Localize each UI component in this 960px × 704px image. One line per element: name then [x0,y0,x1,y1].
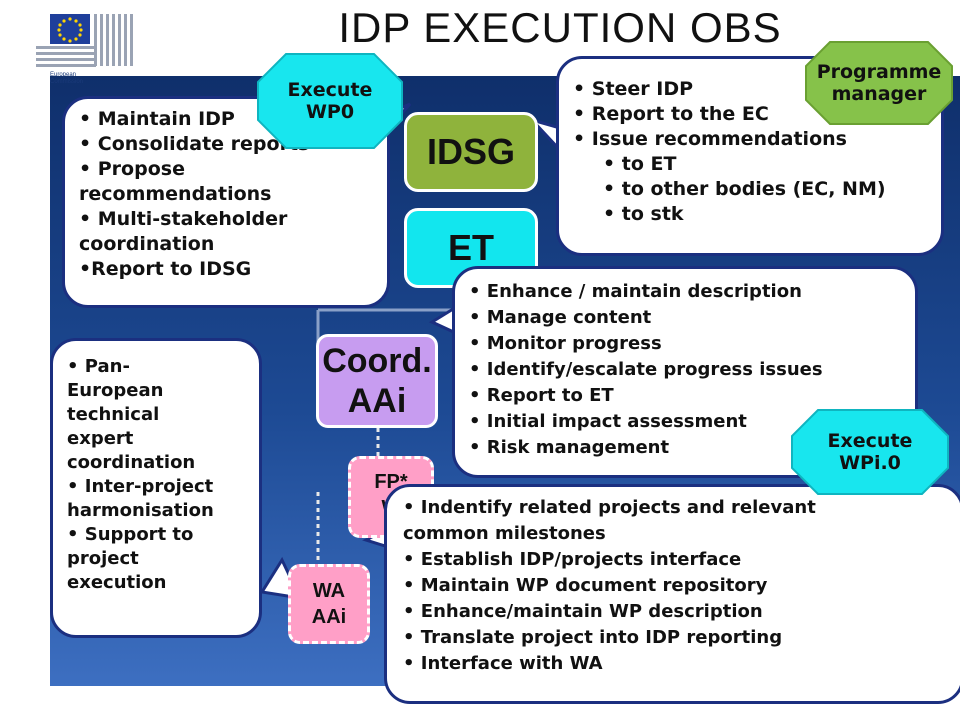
programme-manager-line1: Programme [816,61,942,83]
octagon-shape [805,41,953,125]
bullet-line: • Establish IDP/projects interface [403,549,742,570]
wa-node-line1: WA [312,580,346,602]
logo-text-2: Commission [50,79,84,85]
bullet-line: • Manage content [469,307,652,328]
bullet-line: • to other bodies (EC, NM) [603,178,886,200]
bullet-line: • Identify/escalate progress issues [469,359,823,380]
wa-aai-node: WA AAi [288,564,370,644]
coord-aai-node: Coord. AAi [316,334,438,428]
bullet-line: • Support to [67,524,194,545]
bullet-line: harmonisation [67,500,214,521]
bullet-line: execution [67,572,167,593]
bullet-line: • Consolidate reports [79,133,310,155]
bullet-line: • Multi-stakeholder [79,208,288,230]
bullet-line: • Inter-project [67,476,214,497]
bullet-line: coordination [79,233,215,255]
bullet-line: technical [67,404,160,425]
eu-logo-caption: European Commission [50,72,83,86]
bullet-line: • Risk management [469,437,670,458]
bullet-line: expert [67,428,134,449]
bullet-line: common milestones [403,523,606,544]
bullet-line: • to ET [603,153,677,175]
execute-wp0-line2: WP0 [305,101,355,123]
bullet-line: project [67,548,139,569]
fp-responsibilities-bubble: • Indentify related projects and relevan… [384,484,960,704]
wa-node-line2: AAi [311,606,347,628]
eu-logo [28,8,138,98]
octagon-shape [257,53,403,149]
bullet-line: coordination [67,452,196,473]
coord-responsibilities-bubble: • Enhance / maintain description • Manage… [452,266,918,478]
eu-flag-icon [36,14,133,67]
execute-wpi0-badge: Execute WPi.0 [790,408,950,496]
bullet-line: • to stk [603,203,684,225]
execute-wpi0-line1: Execute [827,430,913,452]
bullet-line: • Indentify related projects and relevan… [403,497,816,518]
bullet-line: • Report to ET [469,385,614,406]
bullet-line: • Steer IDP [573,78,694,100]
bullet-line: • Propose [79,158,185,180]
bullet-line: recommendations [79,183,272,205]
programme-manager-line2: manager [831,83,927,105]
execute-wp0-badge: Execute WP0 [256,52,404,150]
programme-manager-badge: Programme manager [804,40,954,126]
wa-responsibilities-bubble: • Pan- European technical expert coordinatio… [50,338,262,638]
bullet-line: • Pan- [67,356,130,377]
bullet-line: • Issue recommendations [573,128,847,150]
logo-text-1: European [50,72,77,78]
slide: European Commission IDP EXECUTION OBS • … [28,4,960,704]
idsg-node: IDSG [404,112,538,192]
bullet-line: • Monitor progress [469,333,662,354]
bullet-line: European [67,380,164,401]
et-responsibilities-bubble: • Maintain IDP • Consolidate reports • Pro… [62,96,390,308]
page-title: IDP EXECUTION OBS [338,4,782,51]
bullet-line: • Translate project into IDP reporting [403,627,783,648]
bullet-line: • Enhance/maintain WP description [403,601,763,622]
bullet-line: • Report to the EC [573,103,769,125]
bullet-line: • Interface with WA [403,653,603,674]
bullet-line: • Enhance / maintain description [469,281,802,302]
execute-wp0-line1: Execute [287,79,373,101]
bullet-line: • Maintain WP document repository [403,575,768,596]
bullet-line: • Initial impact assessment [469,411,747,432]
execute-wpi0-line2: WPi.0 [839,452,901,474]
coord-node-line1: Coord. [322,342,432,380]
octagon-shape [791,409,949,495]
bullet-line: • Maintain IDP [79,108,235,130]
bullet-line: •Report to IDSG [79,258,252,280]
coord-node-line2: AAi [347,382,407,420]
